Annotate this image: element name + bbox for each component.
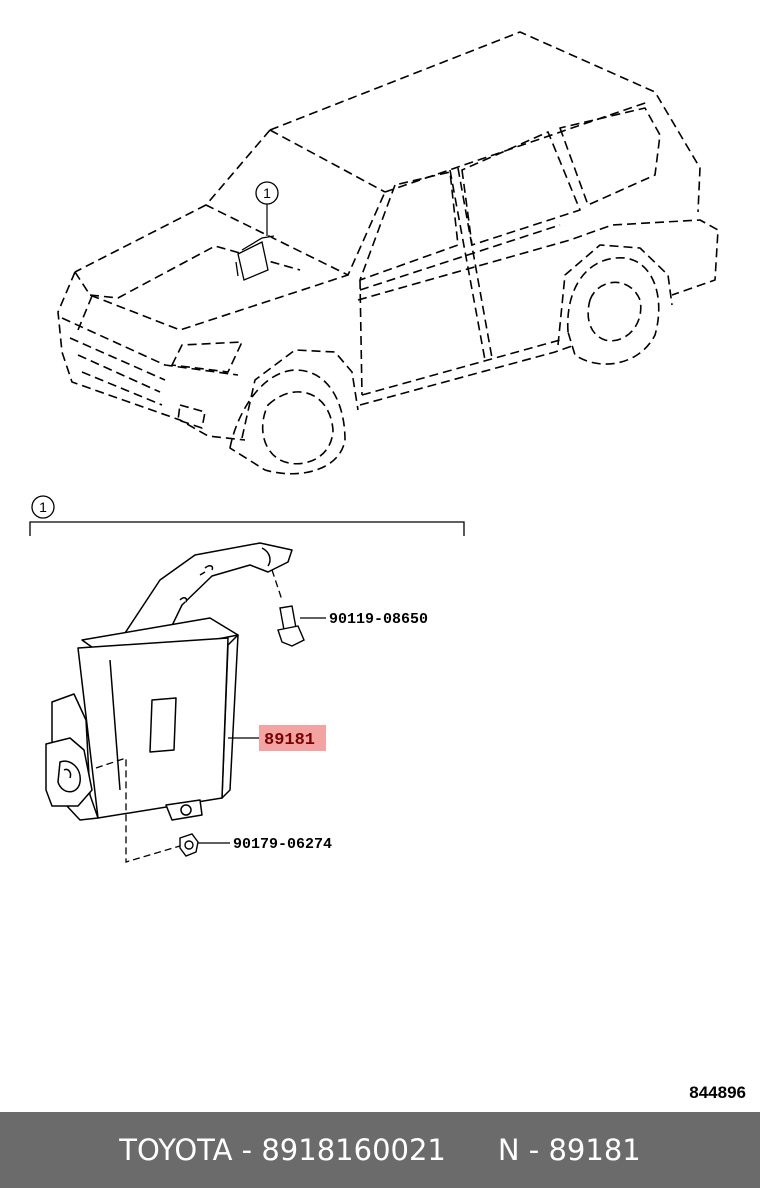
nut-icon: [179, 833, 199, 857]
part-label-ecu[interactable]: 89181: [264, 731, 315, 750]
vehicle-outline: [57, 31, 719, 475]
part-label-nut: 90179-06274: [233, 836, 332, 853]
ecu-label-highlight: [259, 725, 326, 751]
part-label-bolt: 90119-08650: [329, 611, 428, 628]
group-bracket: [29, 495, 465, 536]
ecu-assembly: [45, 542, 293, 821]
parts-diagram: 1 1: [29, 31, 746, 1102]
callout-vehicle: 1: [255, 181, 279, 236]
callout-vehicle-number: 1: [263, 185, 271, 201]
bolt-icon: [277, 605, 305, 647]
callout-group-number: 1: [39, 499, 47, 515]
footer-brand-part-number: TOYOTA - 8918160021: [119, 1133, 446, 1167]
module-location-icon: [235, 235, 275, 281]
footer-bar: TOYOTA - 8918160021 N - 89181: [0, 1112, 760, 1188]
diagram-id: 844896: [689, 1083, 746, 1102]
footer-reference: N - 89181: [497, 1133, 641, 1167]
assembly-dashes: [95, 569, 283, 863]
